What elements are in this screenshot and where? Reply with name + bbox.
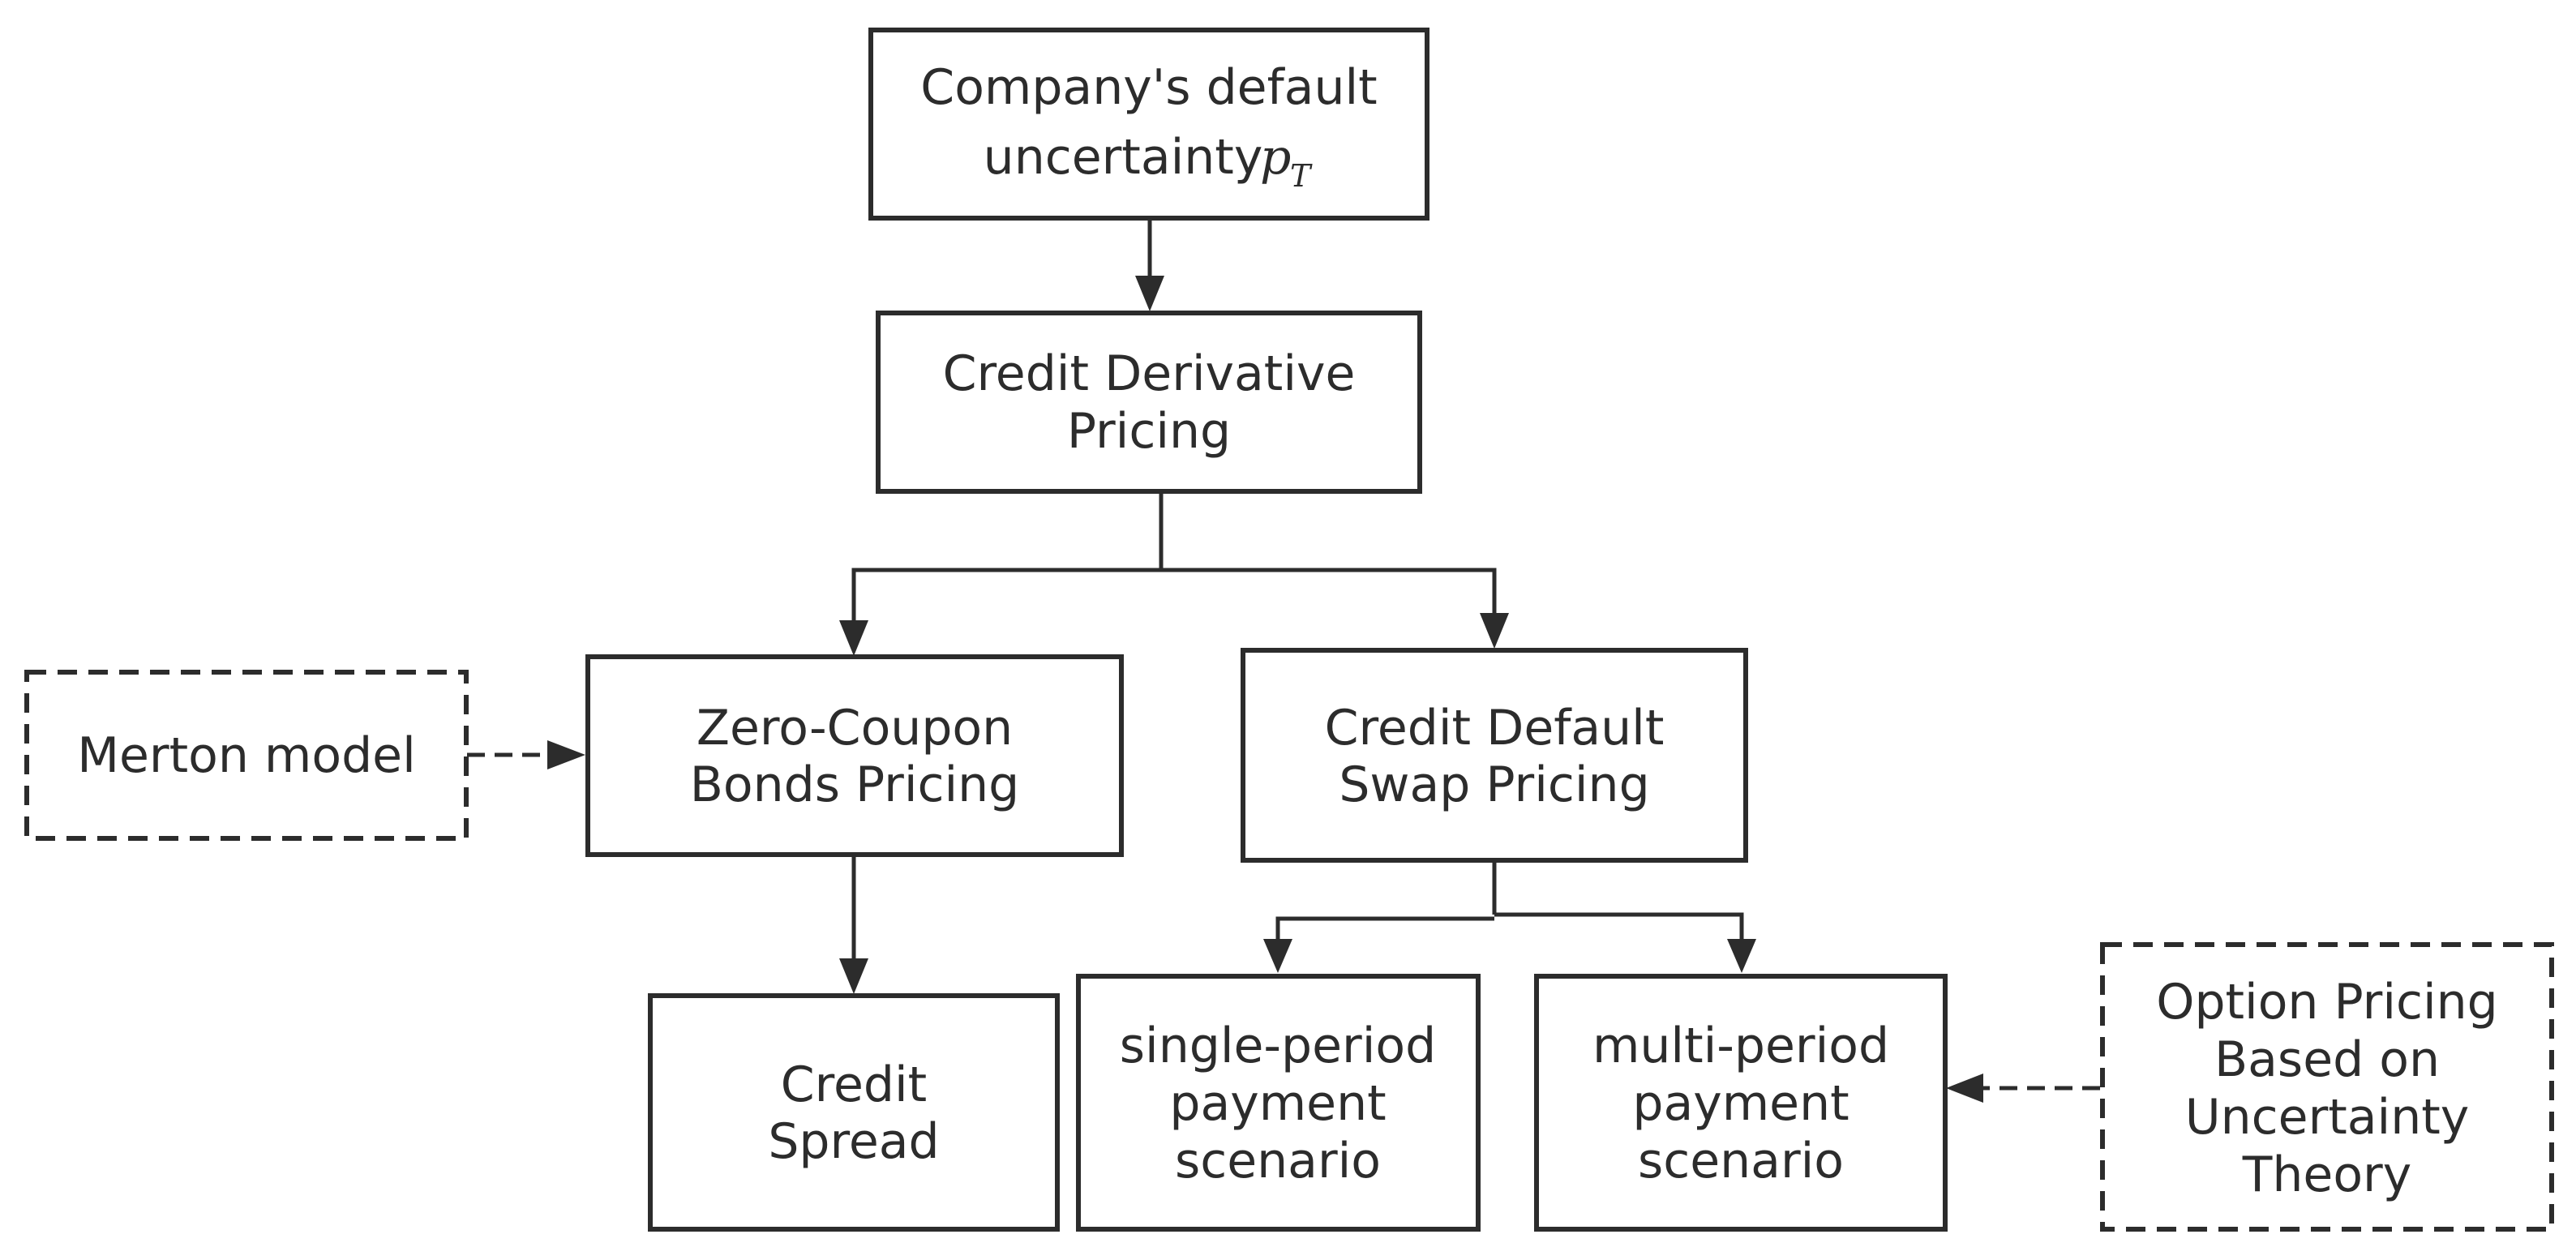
node-credit-default-swap-pricing-line1: Credit Default	[1325, 700, 1665, 756]
edge-cds-to-single-period	[1275, 916, 1494, 942]
node-single-period-payment-line1: single-period	[1120, 1018, 1436, 1074]
node-option-pricing-uncertainty-line3: Uncertainty	[2185, 1089, 2470, 1146]
math-p-symbol: p	[1260, 129, 1291, 186]
arrowhead-multi-period	[1727, 939, 1756, 973]
node-default-uncertainty-line1: Company's default	[920, 59, 1377, 116]
node-credit-default-swap-pricing-line2: Swap Pricing	[1339, 756, 1649, 813]
node-credit-derivative-pricing: Credit Derivative Pricing	[876, 311, 1422, 494]
node-zero-coupon-bonds-pricing: Zero-Coupon Bonds Pricing	[585, 654, 1124, 857]
node-option-pricing-uncertainty-line1: Option Pricing	[2156, 974, 2498, 1031]
node-credit-default-swap-pricing: Credit Default Swap Pricing	[1241, 648, 1748, 863]
node-zero-coupon-bonds-pricing-line1: Zero-Coupon	[697, 700, 1013, 756]
arrowhead-single-period	[1263, 939, 1292, 973]
edge-derivative-to-zero-coupon	[851, 568, 1161, 624]
node-single-period-payment-line2: payment	[1169, 1075, 1386, 1132]
arrowhead-option-pricing	[1946, 1074, 1983, 1103]
node-option-pricing-uncertainty-line4: Theory	[2242, 1146, 2411, 1203]
node-zero-coupon-bonds-pricing-line2: Bonds Pricing	[690, 756, 1020, 813]
node-merton-model: Merton model	[24, 670, 469, 841]
arrowhead-merton	[547, 740, 585, 769]
node-multi-period-payment-line2: payment	[1632, 1075, 1849, 1132]
node-credit-derivative-pricing-line2: Pricing	[1067, 403, 1231, 460]
arrowhead-cds	[1480, 613, 1509, 649]
edges	[467, 219, 2100, 1103]
node-credit-spread-line2: Spread	[768, 1113, 939, 1170]
node-option-pricing-uncertainty: Option Pricing Based on Uncertainty Theo…	[2100, 942, 2554, 1232]
node-credit-spread: Credit Spread	[648, 993, 1060, 1232]
arrowhead-derivative	[1135, 276, 1164, 311]
math-subscript-t: T	[1290, 158, 1313, 194]
node-credit-derivative-pricing-line1: Credit Derivative	[943, 345, 1356, 402]
node-multi-period-payment: multi-period payment scenario	[1534, 974, 1948, 1232]
edge-cds-to-multi-period	[1494, 912, 1744, 942]
arrowhead-spread	[839, 958, 868, 994]
node-merton-model-line1: Merton model	[77, 727, 416, 784]
arrowhead-zero-coupon	[839, 620, 868, 656]
node-single-period-payment-line3: scenario	[1175, 1133, 1381, 1189]
node-single-period-payment: single-period payment scenario	[1076, 974, 1481, 1232]
node-multi-period-payment-line1: multi-period	[1592, 1018, 1889, 1074]
node-multi-period-payment-line3: scenario	[1638, 1133, 1844, 1189]
node-default-uncertainty: Company's default uncertainty p T	[868, 28, 1429, 221]
node-option-pricing-uncertainty-line2: Based on	[2214, 1031, 2440, 1088]
node-default-uncertainty-line2: uncertainty	[984, 129, 1263, 186]
edge-derivative-to-cds	[1161, 568, 1497, 617]
node-credit-spread-line1: Credit	[781, 1056, 927, 1113]
